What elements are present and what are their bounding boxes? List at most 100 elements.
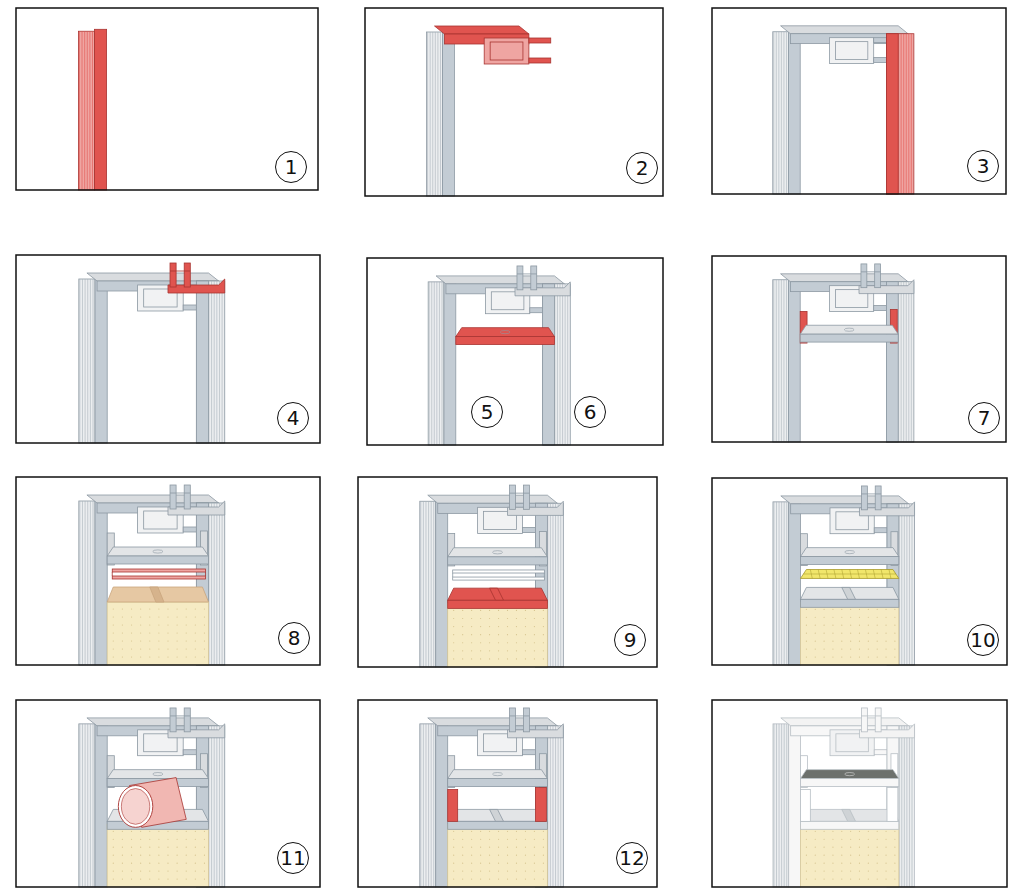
fill-texture bbox=[167, 863, 168, 864]
fill-texture bbox=[894, 625, 895, 626]
fill-texture bbox=[195, 831, 196, 832]
fill-texture bbox=[525, 634, 526, 635]
cap-tie bbox=[861, 715, 881, 716]
fill-texture bbox=[868, 878, 869, 879]
column-side bbox=[543, 284, 571, 445]
fill-texture bbox=[832, 656, 833, 657]
fill-texture bbox=[195, 616, 196, 617]
fill-block bbox=[107, 824, 208, 887]
column-face bbox=[788, 30, 800, 194]
fill-texture bbox=[131, 608, 132, 609]
fill-texture bbox=[177, 847, 178, 848]
column-ribs bbox=[773, 32, 774, 194]
fill-texture bbox=[868, 609, 869, 610]
column-ribs bbox=[82, 279, 83, 443]
callout-number: 10 bbox=[967, 624, 999, 656]
column-ribs bbox=[92, 31, 93, 190]
base-slab-groove bbox=[842, 587, 856, 599]
fill-texture bbox=[195, 624, 196, 625]
column-ribs bbox=[786, 32, 787, 194]
cap-plate bbox=[531, 266, 537, 290]
cap-plate bbox=[170, 485, 176, 509]
fill-texture bbox=[859, 641, 860, 642]
fill-texture bbox=[885, 847, 886, 848]
cap-plate bbox=[184, 485, 190, 509]
fill-texture bbox=[815, 625, 816, 626]
fill-texture bbox=[113, 648, 114, 649]
panel-frame bbox=[712, 256, 1006, 442]
fill-texture bbox=[204, 878, 205, 879]
beam bbox=[112, 569, 205, 572]
callout-number: 4 bbox=[277, 402, 309, 434]
fill-texture bbox=[877, 617, 878, 618]
fill-texture bbox=[462, 642, 463, 643]
fill-texture bbox=[195, 847, 196, 848]
fill-texture bbox=[195, 648, 196, 649]
fill-texture bbox=[186, 847, 187, 848]
fill-texture bbox=[832, 870, 833, 871]
panel-frame bbox=[712, 8, 1006, 194]
column-ribs bbox=[781, 502, 782, 665]
fill-texture bbox=[204, 632, 205, 633]
fill-texture bbox=[489, 831, 490, 832]
pipe-inner bbox=[121, 789, 149, 825]
column-ribs bbox=[82, 31, 83, 190]
column-ribs bbox=[906, 504, 907, 665]
slab-opening bbox=[500, 331, 510, 334]
panel-frame bbox=[16, 8, 318, 190]
stage-drawing bbox=[773, 264, 914, 442]
fill-texture bbox=[894, 855, 895, 856]
column-ribs bbox=[911, 282, 912, 442]
slab-opening bbox=[845, 773, 855, 776]
fill-texture bbox=[453, 610, 454, 611]
column-face bbox=[95, 277, 107, 443]
fill-texture bbox=[167, 847, 168, 848]
column-face bbox=[886, 282, 898, 442]
fill-texture bbox=[498, 863, 499, 864]
fill-texture bbox=[507, 831, 508, 832]
fill-texture bbox=[489, 634, 490, 635]
cap-tie bbox=[170, 271, 190, 272]
fill-texture bbox=[894, 633, 895, 634]
fill-texture bbox=[516, 642, 517, 643]
cap-plate bbox=[170, 708, 176, 732]
fill-texture bbox=[832, 633, 833, 634]
fill-texture bbox=[131, 640, 132, 641]
fill-texture bbox=[516, 878, 517, 879]
cap-plate bbox=[523, 708, 529, 732]
callout-number: 2 bbox=[626, 152, 658, 184]
fill-texture bbox=[507, 626, 508, 627]
fill-texture bbox=[806, 847, 807, 848]
stage-drawing bbox=[78, 29, 106, 190]
fill-texture bbox=[850, 617, 851, 618]
cap-plate bbox=[875, 486, 881, 510]
fill-texture bbox=[507, 650, 508, 651]
fill-texture bbox=[894, 878, 895, 879]
fill-texture bbox=[131, 632, 132, 633]
fill-texture bbox=[177, 863, 178, 864]
fill-texture bbox=[885, 617, 886, 618]
column-ribs bbox=[93, 724, 94, 887]
top-slab bbox=[781, 274, 908, 282]
fill-texture bbox=[498, 642, 499, 643]
fill-texture bbox=[149, 656, 150, 657]
callout-number: 11 bbox=[277, 842, 309, 874]
column-ribs bbox=[552, 726, 553, 887]
column-ribs bbox=[901, 504, 902, 665]
fill-texture bbox=[140, 656, 141, 657]
fill-texture bbox=[167, 878, 168, 879]
fill-texture bbox=[113, 608, 114, 609]
fill-texture bbox=[806, 625, 807, 626]
fill-texture bbox=[462, 878, 463, 879]
fill-texture bbox=[480, 650, 481, 651]
column-ribs bbox=[904, 726, 905, 887]
column-ribs bbox=[90, 501, 91, 665]
fill-texture bbox=[489, 863, 490, 864]
column-ribs bbox=[420, 724, 421, 887]
fill-texture bbox=[525, 650, 526, 651]
fill-texture bbox=[525, 878, 526, 879]
column-ribs bbox=[781, 32, 782, 194]
cap-plate bbox=[517, 266, 523, 290]
fill-texture bbox=[815, 648, 816, 649]
fill-texture bbox=[471, 855, 472, 856]
